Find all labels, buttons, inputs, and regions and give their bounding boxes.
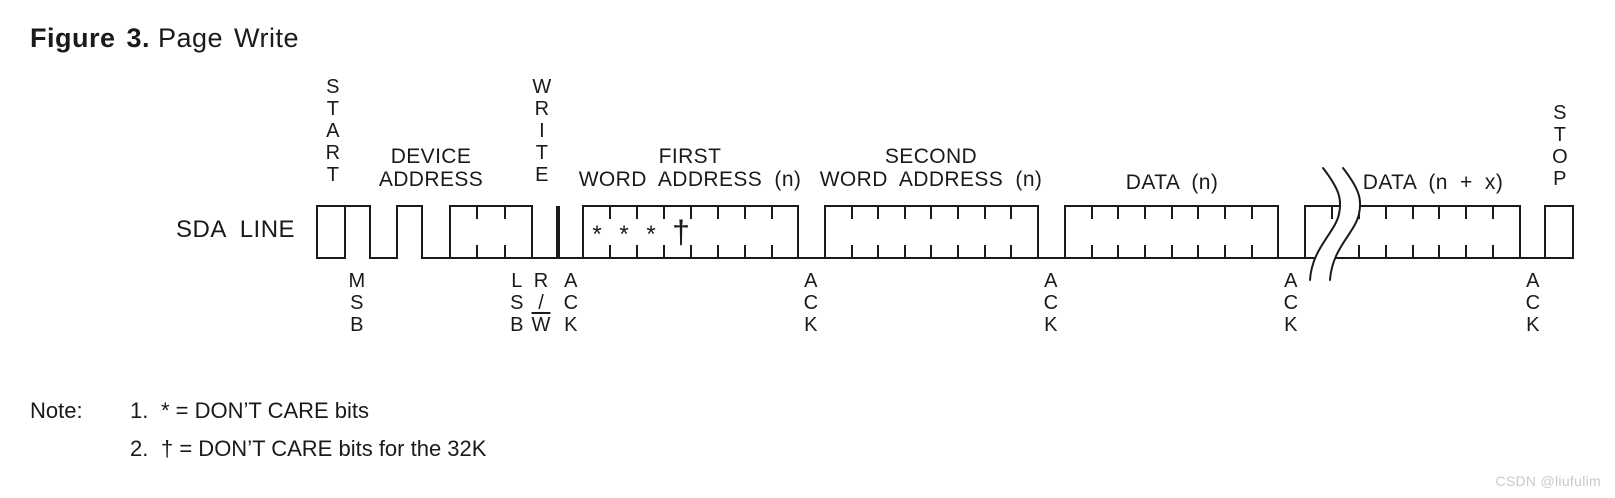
note-1-text: * = DON’T CARE bits bbox=[161, 398, 370, 423]
first-word-address-label: FIRST WORD ADDRESS (n) bbox=[579, 145, 802, 191]
rw-w-overline: W bbox=[531, 314, 551, 336]
write-label: W R I T E bbox=[532, 76, 552, 186]
dont-care-star-2: * bbox=[619, 221, 629, 248]
figure-label: Figure 3. bbox=[30, 23, 151, 53]
note-2-number: 2. bbox=[130, 436, 149, 461]
second-word-address-label: SECOND WORD ADDRESS (n) bbox=[820, 145, 1043, 191]
device-address-line1: DEVICE bbox=[390, 145, 472, 168]
device-address-label: DEVICE ADDRESS bbox=[379, 145, 483, 191]
ack-label-5: A C K bbox=[1525, 270, 1541, 336]
first-word-address-line2: WORD ADDRESS (n) bbox=[578, 168, 802, 191]
ack-label-3: A C K bbox=[1043, 270, 1059, 336]
dont-care-star-3: * bbox=[646, 221, 656, 248]
start-label: S T A R T bbox=[325, 76, 341, 186]
data-n-label: DATA (n) bbox=[1125, 171, 1219, 194]
note-heading: Note: bbox=[30, 398, 83, 423]
read-write-label: R / W bbox=[532, 270, 551, 336]
rw-slash: / bbox=[538, 292, 544, 314]
first-word-address-line1: FIRST bbox=[658, 145, 722, 168]
data-n-plus-x-label: DATA (n + x) bbox=[1362, 171, 1504, 194]
ack-label-1: A C K bbox=[563, 270, 579, 336]
dont-care-star-1: * bbox=[592, 221, 602, 248]
ack-label-4: A C K bbox=[1283, 270, 1299, 336]
watermark: CSDN @liufulim bbox=[1495, 473, 1601, 489]
rw-r: R bbox=[533, 270, 549, 292]
sda-line-label: SDA LINE bbox=[176, 216, 296, 243]
dagger-mark: † bbox=[672, 214, 690, 250]
note-1-number: 1. bbox=[130, 398, 149, 423]
device-address-line2: ADDRESS bbox=[378, 168, 484, 191]
ack-label-2: A C K bbox=[803, 270, 819, 336]
lsb-label: L S B bbox=[510, 270, 524, 336]
second-word-address-line2: WORD ADDRESS (n) bbox=[819, 168, 1043, 191]
note-2-text: † = DON’T CARE bits for the 32K bbox=[161, 436, 487, 461]
stop-label: S T O P bbox=[1552, 102, 1568, 190]
msb-label: M S B bbox=[348, 270, 366, 336]
figure-name: Page Write bbox=[158, 23, 300, 53]
second-word-address-line1: SECOND bbox=[884, 145, 978, 168]
